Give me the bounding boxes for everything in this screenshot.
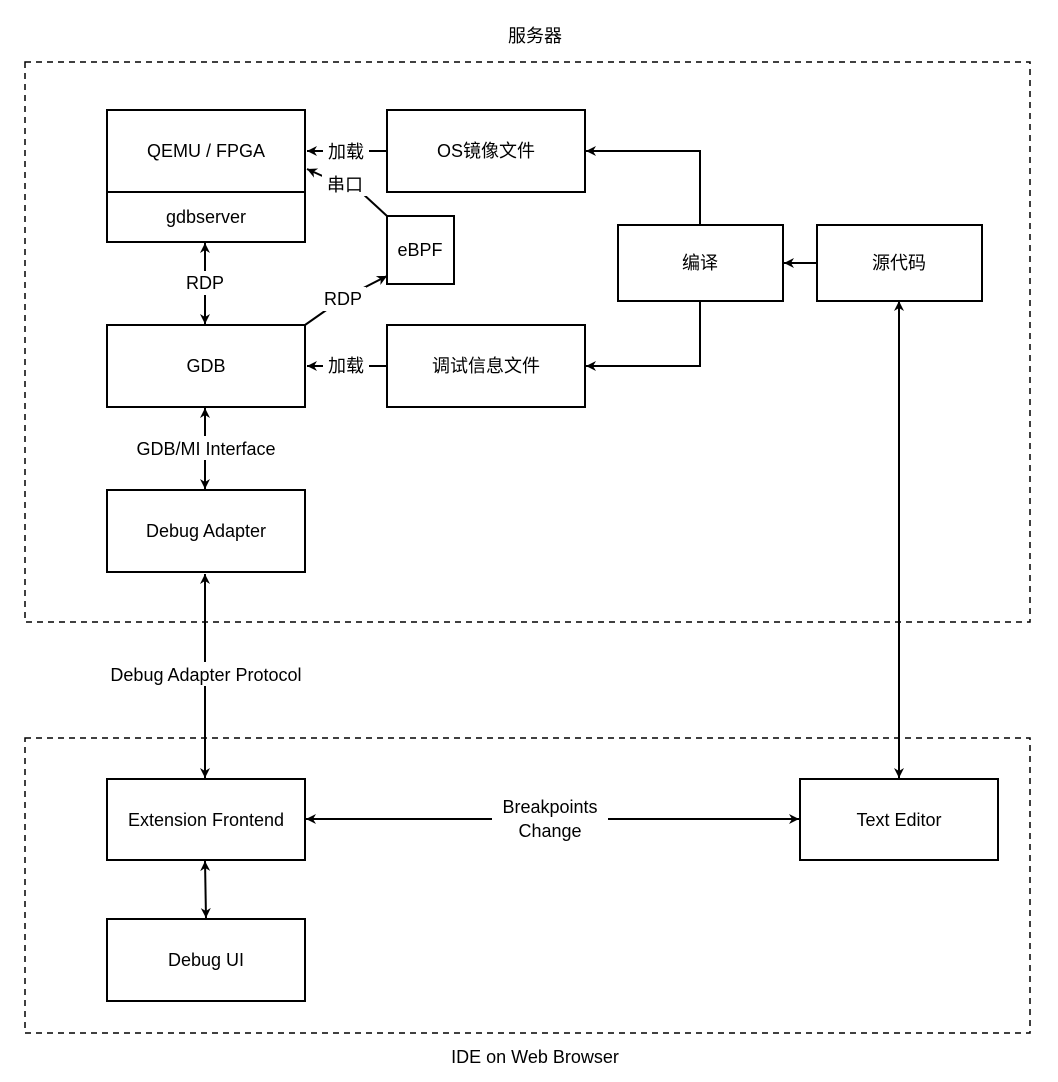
node-debug-ui-label: Debug UI (168, 950, 244, 970)
node-compile: 编译 (617, 224, 784, 302)
edge-compile-to-debug-info (586, 302, 701, 371)
ide-group-label: IDE on Web Browser (451, 1047, 619, 1067)
edge-label-rdp-ebpf: RDP (324, 289, 362, 309)
node-extension-frontend-label: Extension Frontend (128, 810, 284, 830)
node-os-image-label: OS镜像文件 (437, 141, 535, 161)
node-ebpf: eBPF (386, 215, 455, 285)
edge-label-rdp-gdbserver: RDP (186, 273, 224, 293)
node-source-label: 源代码 (872, 253, 926, 273)
node-gdbserver-label: gdbserver (166, 207, 246, 227)
edge-label-load-debug: 加载 (328, 356, 364, 376)
node-ebpf-label: eBPF (397, 240, 442, 260)
node-debug-info: 调试信息文件 (386, 324, 586, 408)
node-debug-adapter: Debug Adapter (106, 489, 306, 573)
node-text-editor-label: Text Editor (856, 810, 941, 830)
node-qemu-label: QEMU / FPGA (147, 141, 265, 161)
edge-label-breakpoints-line2: Change (518, 821, 581, 841)
node-debug-adapter-label: Debug Adapter (146, 521, 266, 541)
edge-label-gdbmi: GDB/MI Interface (136, 439, 275, 459)
server-group-label: 服务器 (508, 26, 562, 46)
edge-label-serial: 串口 (327, 175, 363, 195)
node-extension-frontend: Extension Frontend (106, 778, 306, 861)
node-text-editor: Text Editor (799, 778, 999, 861)
edge-label-load-os: 加载 (328, 142, 364, 162)
edge-frontend-debug-ui (200, 860, 211, 919)
node-source-code: 源代码 (816, 224, 983, 302)
node-gdb: GDB (106, 324, 306, 408)
node-debug-info-label: 调试信息文件 (432, 356, 540, 376)
edge-compile-to-os-image (586, 146, 701, 225)
node-debug-ui: Debug UI (106, 918, 306, 1002)
node-compile-label: 编译 (682, 253, 718, 273)
node-gdb-label: GDB (186, 356, 225, 376)
server-group (24, 61, 1031, 623)
edge-label-dap: Debug Adapter Protocol (110, 665, 301, 685)
node-qemu-fpga: QEMU / FPGA gdbserver (106, 109, 306, 243)
edge-label-breakpoints-line1: Breakpoints (502, 797, 597, 817)
node-os-image: OS镜像文件 (386, 109, 586, 193)
